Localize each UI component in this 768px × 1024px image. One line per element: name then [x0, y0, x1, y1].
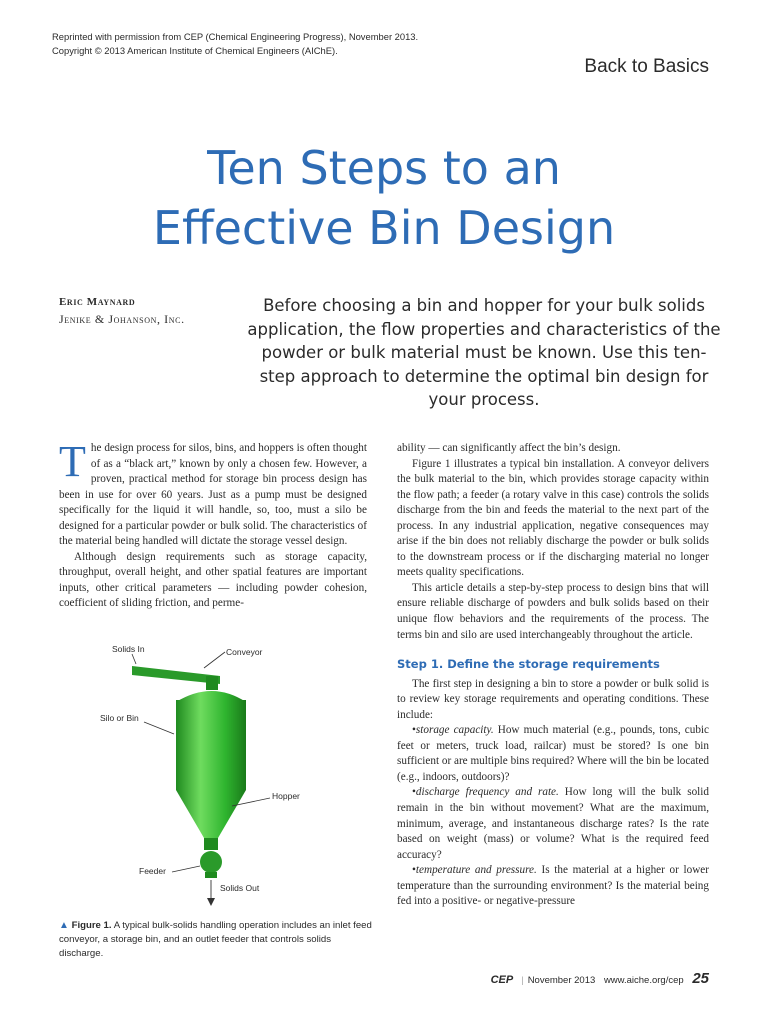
title-line-1: Ten Steps to an [207, 141, 561, 195]
list-item: •storage capacity. How much material (e.… [397, 723, 709, 785]
author-affiliation: Jenike & Johanson, Inc. [59, 312, 185, 326]
list-text: How much material (e.g., pounds, tons, c… [397, 724, 709, 783]
bullet: • [412, 786, 416, 799]
author-name-text: Eric Maynard [59, 296, 136, 308]
paragraph: The first step in designing a bin to sto… [397, 677, 709, 721]
bin-illustration [131, 651, 271, 906]
reprint-line: Reprinted with permission from CEP (Chem… [52, 31, 419, 42]
conveyor-chute [206, 676, 218, 690]
list-text: Is the material at a higher or lower tem… [397, 864, 709, 908]
article-title: Ten Steps to an Effective Bin Design [0, 138, 768, 258]
feeder-outlet [205, 872, 217, 878]
paragraph-text: he design process for silos, bins, and h… [59, 442, 367, 548]
paragraph: ability — can significantly affect the b… [397, 442, 621, 454]
caption-triangle-icon: ▲ [59, 920, 69, 931]
article-deck: Before choosing a bin and hopper for you… [247, 296, 721, 409]
hopper-outlet [204, 838, 218, 850]
magazine-name: CEP [490, 974, 514, 986]
label-silo: Silo or Bin [100, 713, 139, 723]
paragraph: Although design requirements such as sto… [59, 550, 367, 610]
bullet: • [412, 724, 416, 737]
reprint-notice: Reprinted with permission from CEP (Chem… [52, 30, 418, 58]
caption-label: Figure 1. [71, 920, 112, 931]
hopper-shape [176, 790, 246, 838]
paragraph: This article details a step-by-step proc… [397, 581, 709, 641]
label-solids-in: Solids In [112, 644, 145, 654]
label-solids-out: Solids Out [220, 883, 260, 893]
label-conveyor: Conveyor [226, 647, 263, 657]
list-term: discharge frequency and rate. [415, 786, 559, 799]
caption-text: A typical bulk-solids handling operation… [59, 920, 372, 959]
title-line-2: Effective Bin Design [152, 201, 616, 255]
label-hopper: Hopper [272, 791, 300, 801]
silo-body [176, 700, 246, 790]
page-number: 25 [692, 970, 709, 987]
conveyor-shape [132, 666, 220, 684]
list-term: temperature and pressure. [415, 864, 537, 877]
drop-cap: T [59, 437, 86, 486]
label-feeder: Feeder [139, 866, 166, 876]
copyright-line: Copyright © 2013 American Institute of C… [52, 45, 338, 56]
step-1-heading: Step 1. Define the storage requirements [397, 657, 660, 672]
magazine-url: www.aiche.org/cep [603, 975, 684, 986]
paragraph: Figure 1 illustrates a typical bin insta… [397, 457, 709, 579]
author-name: Eric Maynard [59, 294, 135, 311]
bullet: • [412, 864, 416, 877]
body-column-right: ability — can significantly affect the b… [397, 441, 709, 910]
figure-1: Solids In Conveyor Silo or Bin Hopper Fe… [60, 640, 370, 910]
figure-caption: ▲ Figure 1. A typical bulk-solids handli… [59, 919, 373, 961]
footer-separator: | [521, 975, 524, 986]
silo-roof [176, 691, 246, 702]
list-item: •discharge frequency and rate. How long … [397, 785, 709, 863]
list-item: •temperature and pressure. Is the materi… [397, 863, 709, 910]
issue-date: November 2013 [527, 975, 596, 986]
section-label: Back to Basics [584, 56, 709, 77]
list-term: storage capacity. [415, 724, 494, 737]
page-footer: CEP |November 2013 www.aiche.org/cep 25 [491, 970, 709, 987]
feeder-shape [200, 851, 222, 873]
list-text: How long will the bulk solid remain in t… [397, 786, 709, 861]
